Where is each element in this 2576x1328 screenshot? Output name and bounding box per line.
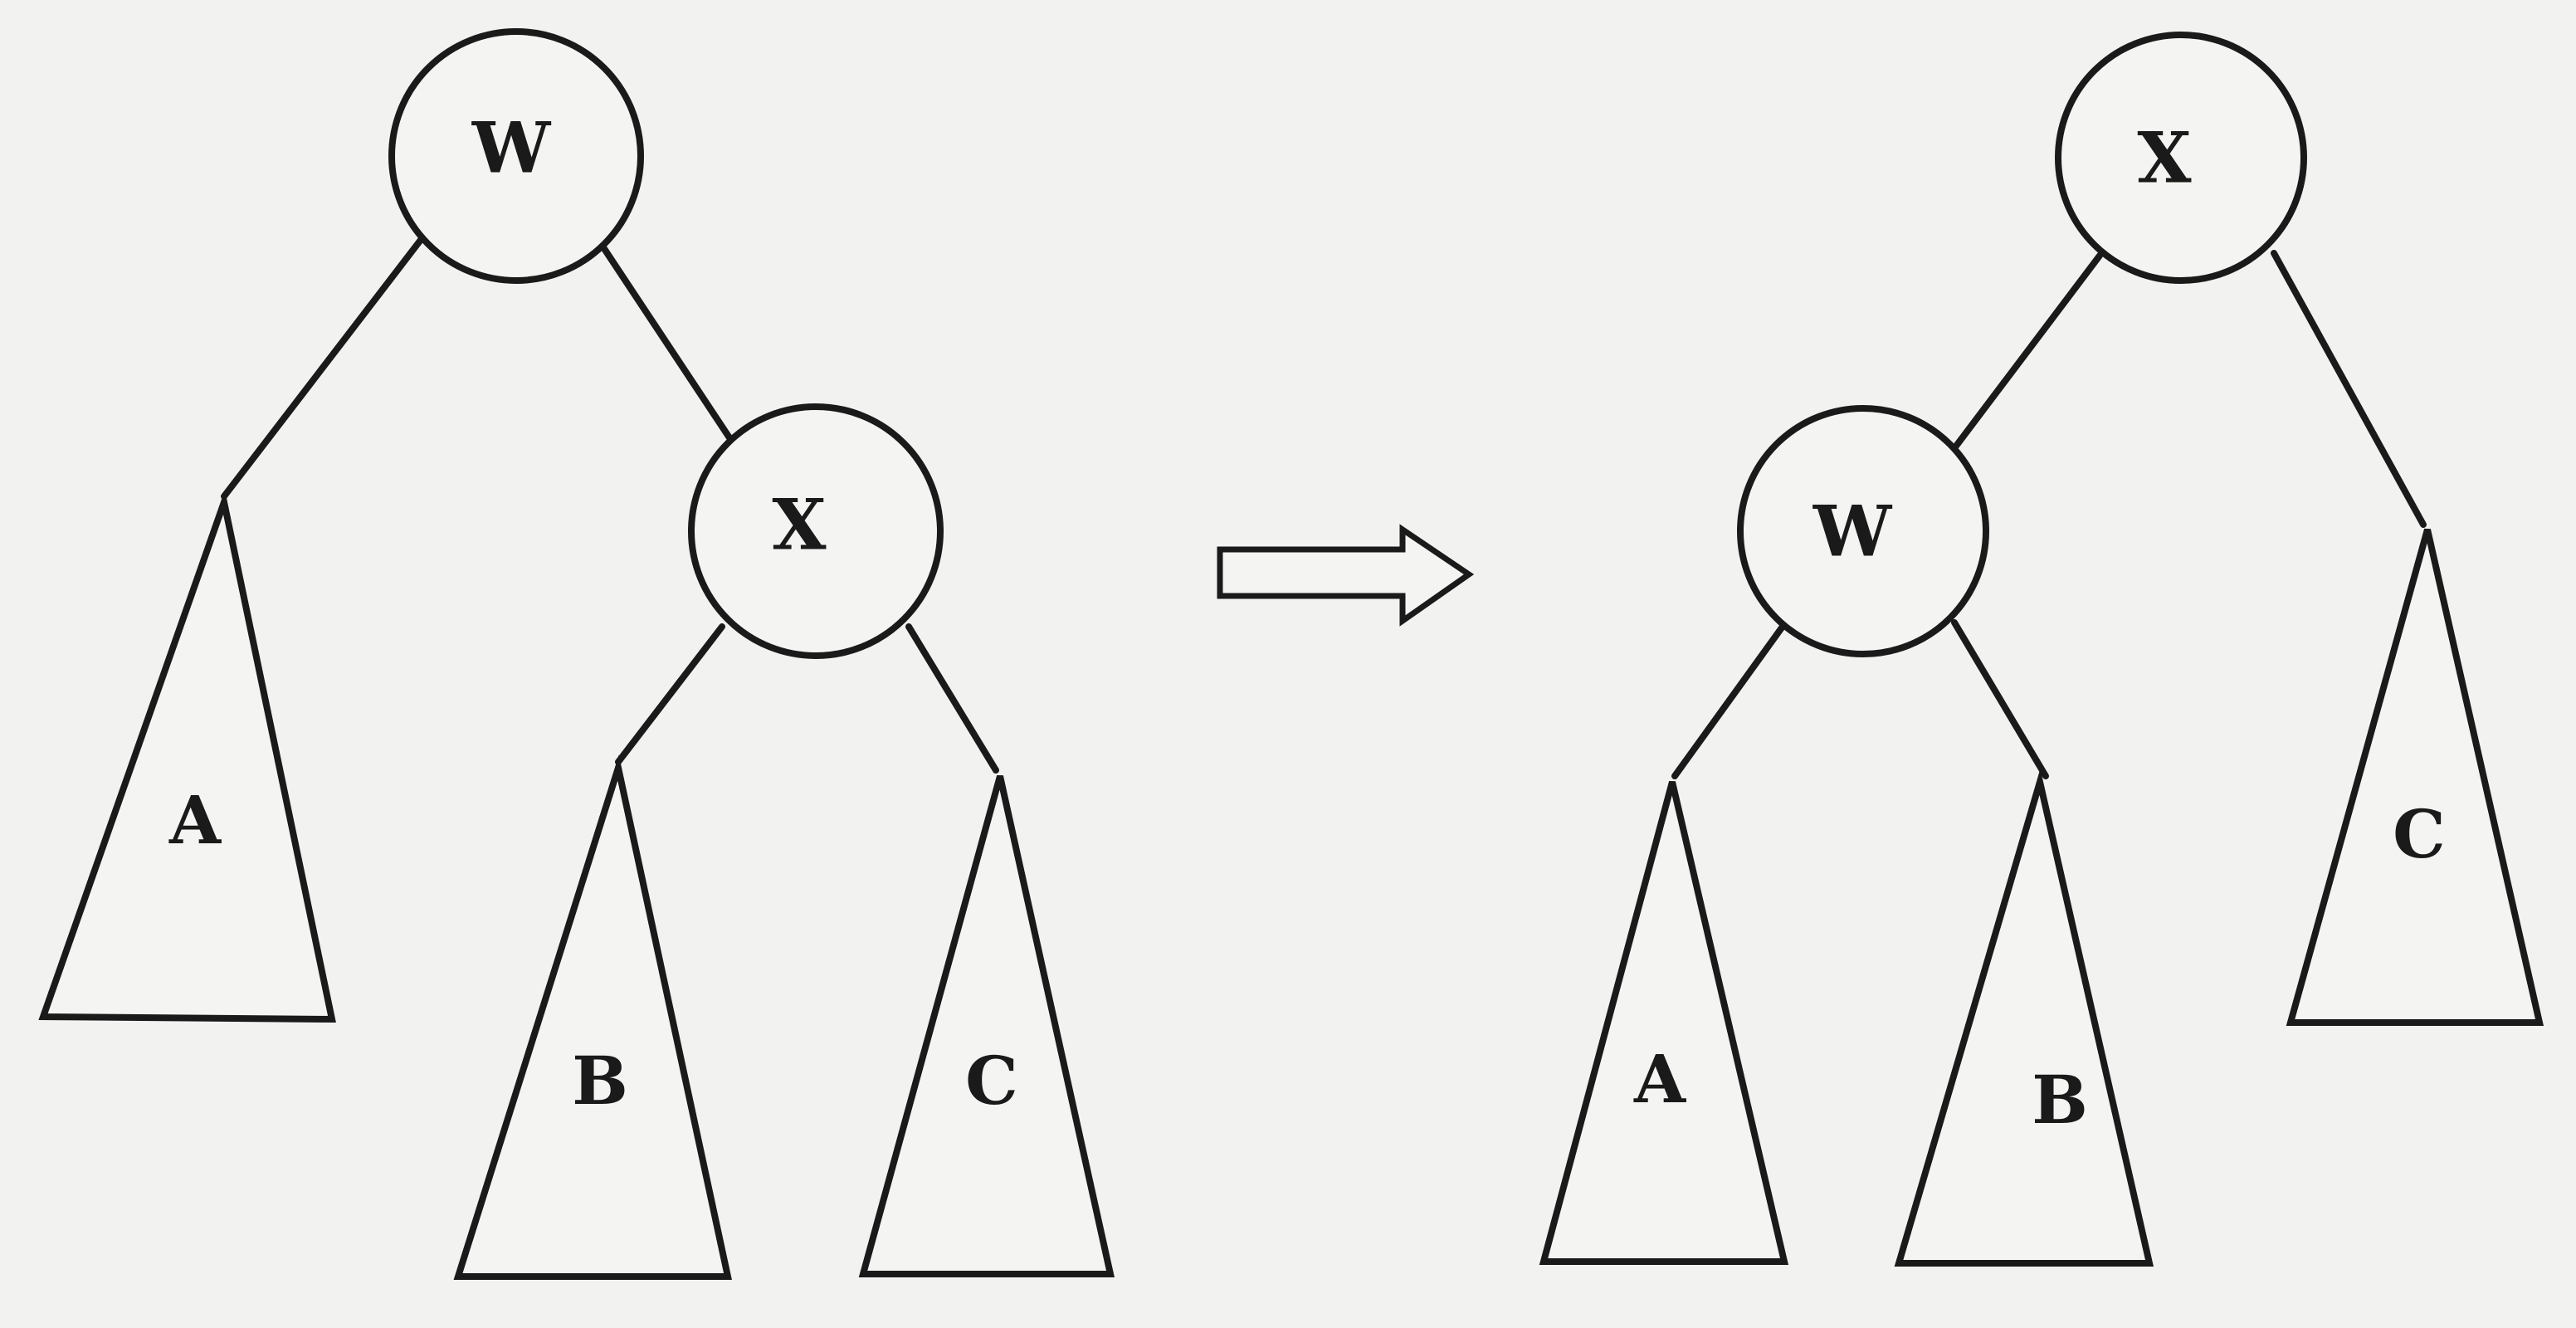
subtree-a-triangle [38, 490, 336, 1023]
edge-x-to-c [905, 623, 999, 774]
subtree-b-label: B [572, 1042, 628, 1120]
subtree-c-label: C [965, 1042, 1018, 1120]
node-x-label: X [2137, 117, 2192, 199]
subtree-c-triangle [2286, 528, 2544, 1026]
edge-w-to-x [598, 242, 735, 445]
right-arrow-icon [1217, 524, 1475, 627]
edge-w-to-b [1951, 619, 2049, 779]
node-w-label: W [471, 107, 552, 189]
transform-arrow-shape [1217, 524, 1475, 627]
subtree-a-label: A [1633, 1040, 1686, 1118]
subtree-c-label: C [2393, 795, 2446, 873]
subtree-a-triangle [1539, 780, 1789, 1265]
subtree-a-label: A [168, 781, 222, 859]
node-w-label: W [1812, 491, 1893, 573]
before-tree: W X A B C [38, 28, 1115, 1280]
subtree-b-triangle [1894, 769, 2154, 1267]
node-w-circle [1737, 405, 1989, 657]
node-x-label: X [772, 484, 827, 566]
subtree-b-triangle [453, 754, 732, 1280]
edge-x-to-b [615, 623, 725, 765]
edge-w-to-a [1671, 621, 1788, 779]
node-x-circle [688, 403, 944, 659]
subtree-c-triangle [858, 774, 1115, 1277]
after-tree: X W A B C [1539, 32, 2544, 1267]
edge-x-to-c [2271, 250, 2427, 528]
subtree-b-label: B [2032, 1061, 2088, 1139]
edge-x-to-w [1951, 252, 2103, 452]
node-x-circle [2055, 32, 2307, 284]
node-w-circle [388, 28, 644, 284]
edge-w-to-a [221, 233, 427, 500]
